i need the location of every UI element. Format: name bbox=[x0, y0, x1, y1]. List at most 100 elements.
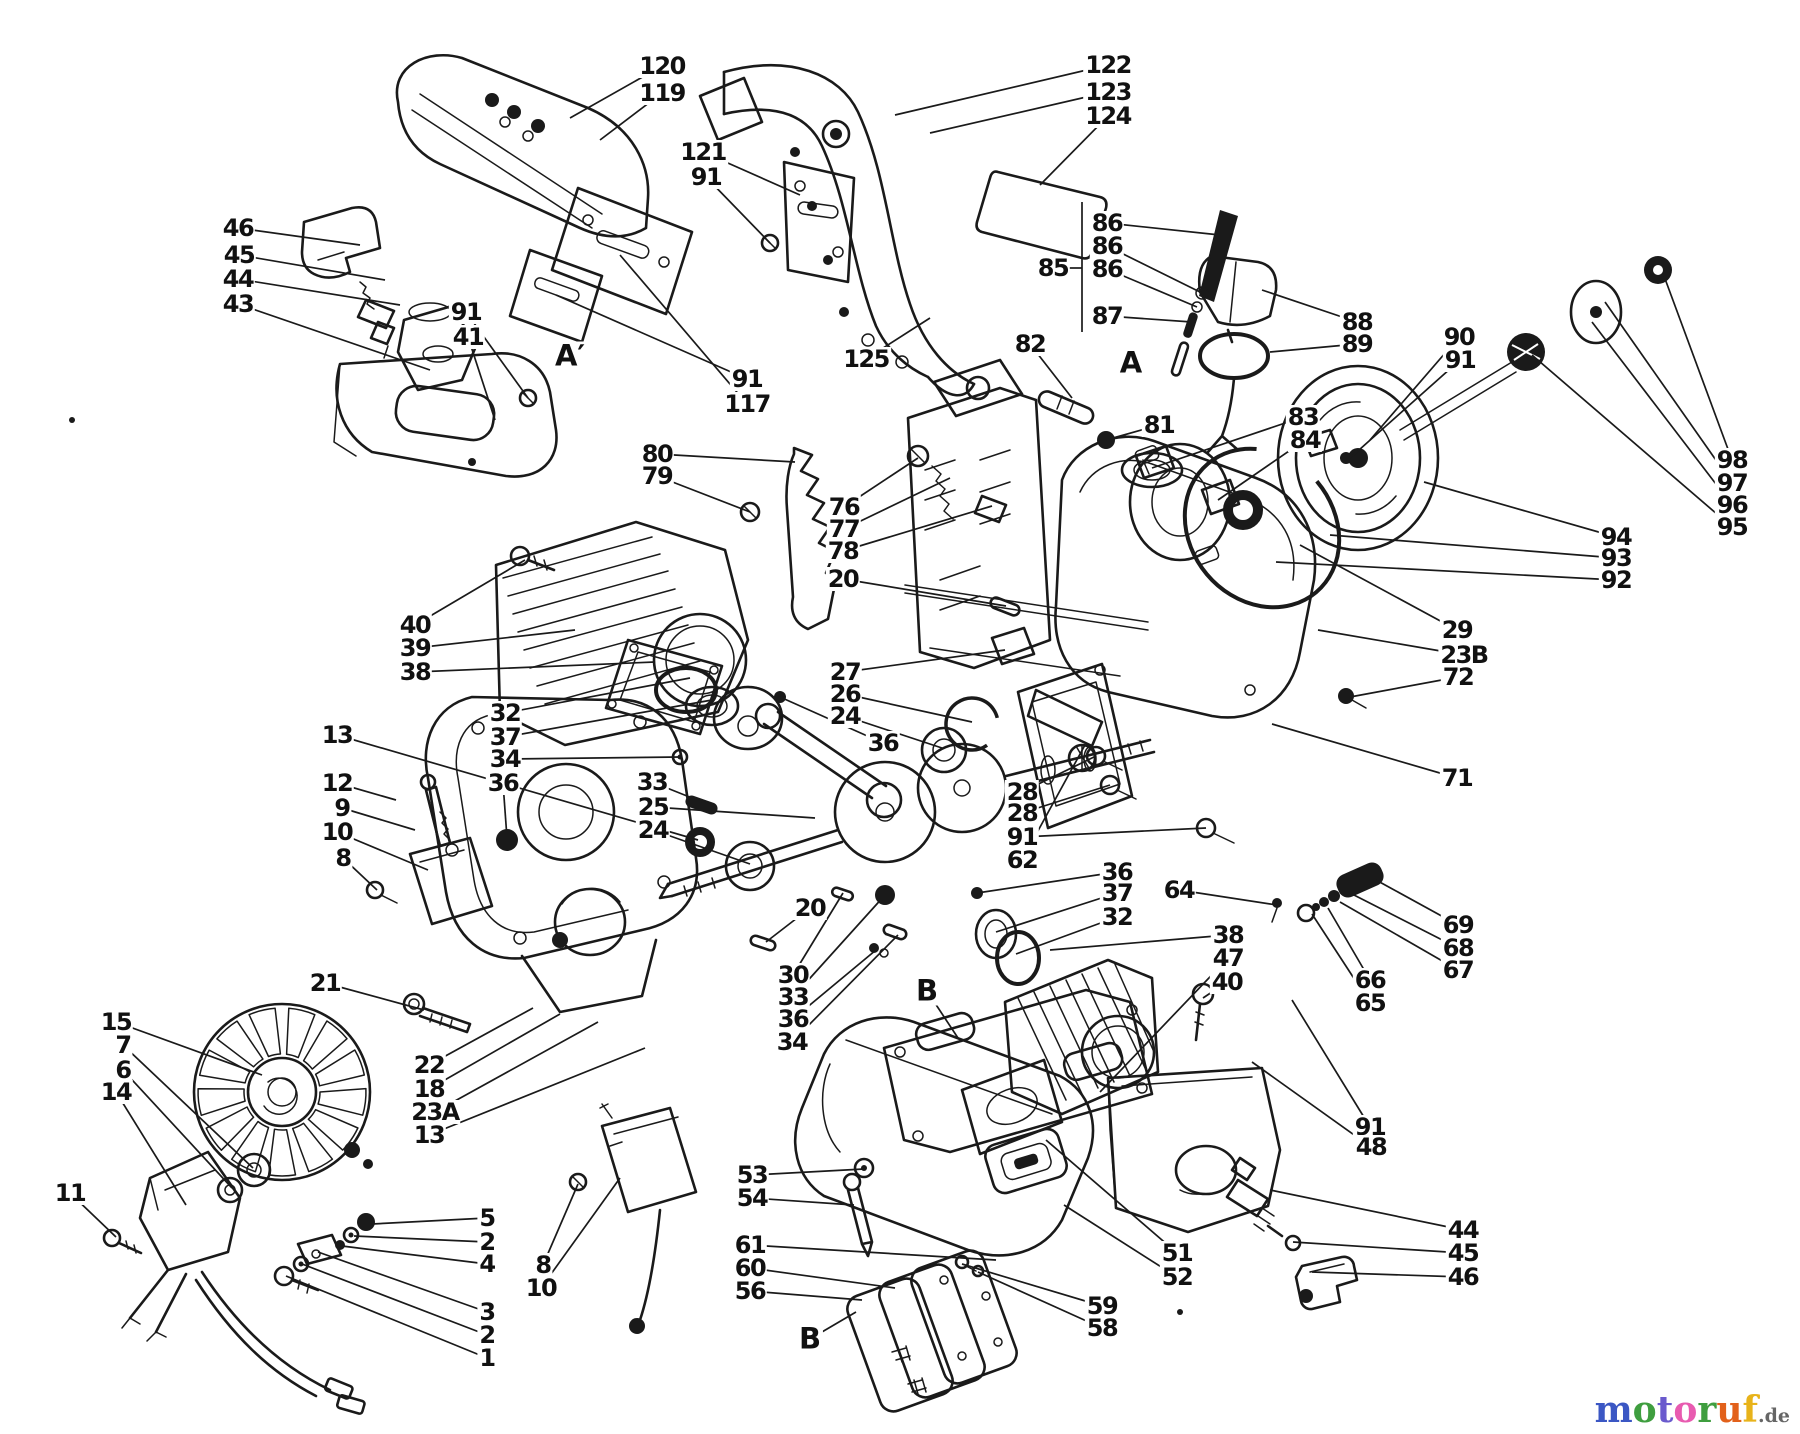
part-label-3: 3 bbox=[477, 1298, 497, 1326]
leader-line bbox=[976, 871, 1118, 894]
leader-line bbox=[353, 1235, 488, 1243]
part-label-30: 30 bbox=[775, 961, 811, 989]
leader-line bbox=[555, 294, 748, 380]
spike-bumper bbox=[739, 446, 838, 631]
cylinder-shield bbox=[1106, 1066, 1282, 1234]
part-label-86: 86 bbox=[1089, 209, 1125, 237]
part-label-62: 62 bbox=[1004, 846, 1040, 874]
part-label-26: 26 bbox=[827, 680, 863, 708]
leader-line bbox=[371, 1217, 488, 1225]
part-label-65: 65 bbox=[1352, 989, 1388, 1017]
part-label-28: 28 bbox=[1004, 799, 1040, 827]
leader-line bbox=[467, 336, 496, 421]
flywheel-fin bbox=[205, 1106, 255, 1151]
leader-line bbox=[1299, 544, 1458, 631]
leader-lines bbox=[69, 64, 1733, 1359]
part-label-86: 86 bbox=[1089, 232, 1125, 260]
leader-line bbox=[844, 693, 973, 723]
leader-line bbox=[122, 1069, 233, 1189]
part-label-2: 2 bbox=[477, 1321, 497, 1349]
part-label-15: 15 bbox=[98, 1008, 134, 1036]
part-label-95: 95 bbox=[1714, 513, 1750, 541]
leader-line bbox=[751, 1168, 865, 1176]
part-label-94: 94 bbox=[1598, 523, 1634, 551]
leader-line bbox=[1423, 481, 1617, 538]
part-label-44: 44 bbox=[1445, 1216, 1481, 1244]
view-marker-B: B bbox=[913, 973, 941, 1008]
leader-line bbox=[1604, 301, 1733, 484]
cylinder-rear bbox=[960, 958, 1215, 1156]
leader-line bbox=[1311, 1271, 1464, 1278]
part-label-36: 36 bbox=[865, 729, 901, 757]
leader-line bbox=[1531, 354, 1733, 528]
part-label-34: 34 bbox=[774, 1028, 810, 1056]
leader-line bbox=[414, 661, 656, 673]
part-label-43: 43 bbox=[220, 290, 256, 318]
flywheel-fin bbox=[285, 1007, 316, 1059]
part-label-64: 64 bbox=[1161, 876, 1197, 904]
part-label-53: 53 bbox=[734, 1161, 770, 1189]
leader-line bbox=[540, 1177, 621, 1289]
part-label-5: 5 bbox=[477, 1204, 497, 1232]
part-label-36: 36 bbox=[775, 1005, 811, 1033]
part-label-6: 6 bbox=[113, 1056, 133, 1084]
leader-line bbox=[542, 1183, 579, 1266]
part-label-23A: 23A bbox=[409, 1098, 461, 1126]
flywheel-fin bbox=[248, 1007, 282, 1058]
part-label-88: 88 bbox=[1339, 308, 1375, 336]
leader-line bbox=[842, 578, 1007, 607]
part-label-14: 14 bbox=[98, 1078, 134, 1106]
part-label-47: 47 bbox=[1210, 944, 1246, 972]
part-label-85: 85 bbox=[1035, 254, 1071, 282]
part-label-67: 67 bbox=[1440, 956, 1476, 984]
watermark-letter: m bbox=[1594, 1389, 1633, 1431]
part-label-117: 117 bbox=[722, 390, 772, 418]
flywheel-fin bbox=[291, 1122, 334, 1173]
part-label-10: 10 bbox=[523, 1274, 559, 1302]
leader-line bbox=[504, 677, 691, 714]
part-label-96: 96 bbox=[1714, 491, 1750, 519]
part-label-91: 91 bbox=[729, 365, 765, 393]
leader-line bbox=[428, 1013, 561, 1090]
part-label-91: 91 bbox=[1442, 346, 1478, 374]
leader-line bbox=[414, 559, 526, 626]
leader-line bbox=[1106, 222, 1221, 236]
flywheel-fin bbox=[197, 1088, 246, 1117]
part-label-24: 24 bbox=[635, 816, 671, 844]
leader-line bbox=[1351, 893, 1459, 949]
leader-line bbox=[619, 254, 748, 405]
leader-line bbox=[844, 649, 1006, 673]
leader-line bbox=[1271, 723, 1458, 779]
leader-line bbox=[428, 1007, 534, 1066]
part-label-123: 123 bbox=[1083, 78, 1133, 106]
leader-line bbox=[1591, 321, 1733, 506]
part-label-9: 9 bbox=[332, 794, 352, 822]
part-label-51: 51 bbox=[1159, 1239, 1195, 1267]
chain-guard bbox=[395, 53, 650, 238]
part-label-97: 97 bbox=[1714, 469, 1750, 497]
part-label-77: 77 bbox=[826, 515, 862, 543]
flywheel-fin bbox=[302, 1020, 348, 1070]
cylinder-cover bbox=[333, 352, 558, 478]
part-label-38: 38 bbox=[1210, 921, 1246, 949]
part-label-121: 121 bbox=[678, 138, 728, 166]
watermark-letter: r bbox=[1697, 1389, 1717, 1431]
leader-line bbox=[115, 1021, 263, 1076]
leader-line bbox=[285, 1275, 488, 1359]
muffler-assembly bbox=[794, 988, 1154, 1258]
leader-line bbox=[1349, 359, 1461, 459]
part-label-66: 66 bbox=[1352, 966, 1388, 994]
part-label-120: 120 bbox=[637, 52, 687, 80]
part-label-90: 90 bbox=[1441, 323, 1477, 351]
leader-line bbox=[237, 303, 431, 371]
part-label-13: 13 bbox=[319, 721, 355, 749]
part-label-13: 13 bbox=[411, 1121, 447, 1149]
flywheel bbox=[192, 1002, 373, 1204]
part-label-78: 78 bbox=[825, 537, 861, 565]
part-label-58: 58 bbox=[1084, 1314, 1120, 1342]
part-label-125: 125 bbox=[841, 345, 891, 373]
fuel-filter-line bbox=[1296, 862, 1384, 923]
part-label-84: 84 bbox=[1287, 426, 1323, 454]
part-label-7: 7 bbox=[113, 1031, 133, 1059]
part-label-46: 46 bbox=[220, 214, 256, 242]
